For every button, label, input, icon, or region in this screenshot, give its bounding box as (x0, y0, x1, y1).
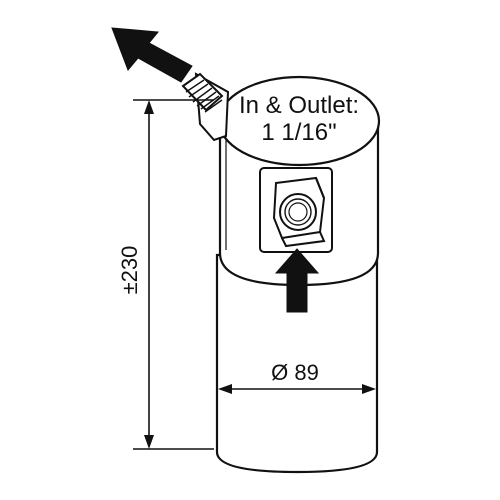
diameter-dimension (218, 384, 376, 394)
height-dimension-label: ±230 (117, 246, 142, 295)
arrow-up-icon (274, 248, 320, 313)
cylinder-body (215, 253, 379, 474)
outlet-label-line2: 1 1/16" (261, 119, 336, 146)
inlet-port (259, 167, 333, 253)
arrow-up-left-icon (111, 27, 193, 83)
outlet-label-line1: In & Outlet: (239, 92, 359, 119)
diameter-dimension-label: Ø 89 (271, 360, 319, 385)
height-dimension (133, 99, 214, 450)
outlet-fitting (181, 72, 230, 142)
